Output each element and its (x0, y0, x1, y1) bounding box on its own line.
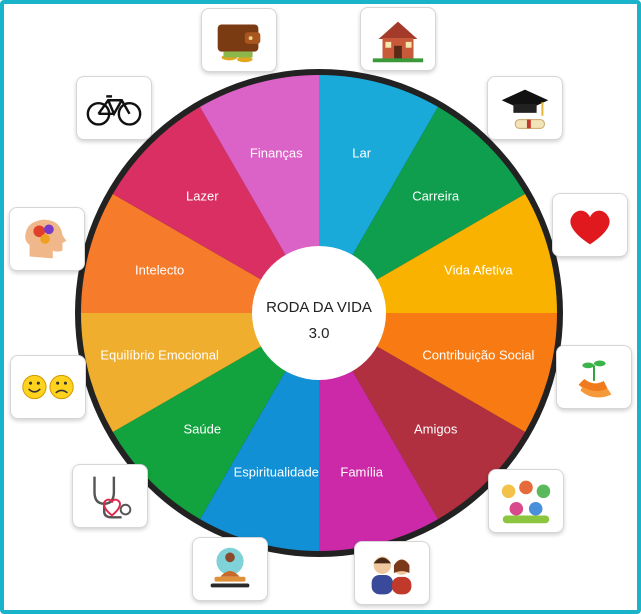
segment-2 (319, 106, 526, 313)
box-intellect (9, 207, 85, 271)
center-title: RODA DA VIDA (266, 299, 372, 316)
segment-label-2: Carreira (412, 188, 460, 203)
segment-label-1: Lar (352, 146, 371, 161)
segment-label-8: Saúde (184, 422, 222, 437)
box-finance (201, 8, 277, 72)
segment-label-5: Amigos (414, 422, 458, 437)
brain-gears-icon (25, 219, 67, 259)
segment-label-9: Equilíbrio Emocional (100, 348, 219, 363)
segment-label-6: Família (340, 464, 383, 479)
box-bicycle (76, 76, 152, 140)
segment-label-4: Contribuição Social (422, 348, 534, 363)
segment-label-10: Intelecto (135, 262, 184, 277)
hands-sprout-icon (578, 360, 612, 398)
family-icon (371, 556, 412, 595)
stethoscope-icon (93, 476, 132, 519)
bicycle-icon (86, 95, 142, 126)
box-friends (488, 469, 564, 533)
meditation-icon (210, 547, 250, 588)
segment-8 (112, 313, 319, 520)
segment-label-7: Espiritualidade (234, 464, 319, 479)
segment-label-11: Lazer (186, 188, 219, 203)
segment-5 (319, 313, 526, 520)
box-family (354, 541, 430, 605)
house-icon (372, 21, 424, 63)
box-stethoscope (72, 464, 148, 528)
box-graduation (487, 76, 563, 140)
center-version: 3.0 (309, 325, 330, 342)
wallet-money-icon (217, 24, 261, 63)
heart-icon (570, 210, 610, 245)
segment-11 (112, 106, 319, 313)
graduation-cap-icon (501, 89, 549, 129)
segment-label-3: Vida Afetiva (444, 262, 513, 277)
box-meditation (192, 537, 268, 601)
box-emotions (10, 355, 86, 419)
friends-group-icon (501, 480, 551, 524)
box-house (360, 7, 436, 71)
center-circle (252, 246, 386, 380)
smiley-faces-icon (22, 374, 74, 400)
box-heart (552, 193, 628, 257)
box-hands (556, 345, 632, 409)
segment-label-12: Finanças (250, 146, 303, 161)
